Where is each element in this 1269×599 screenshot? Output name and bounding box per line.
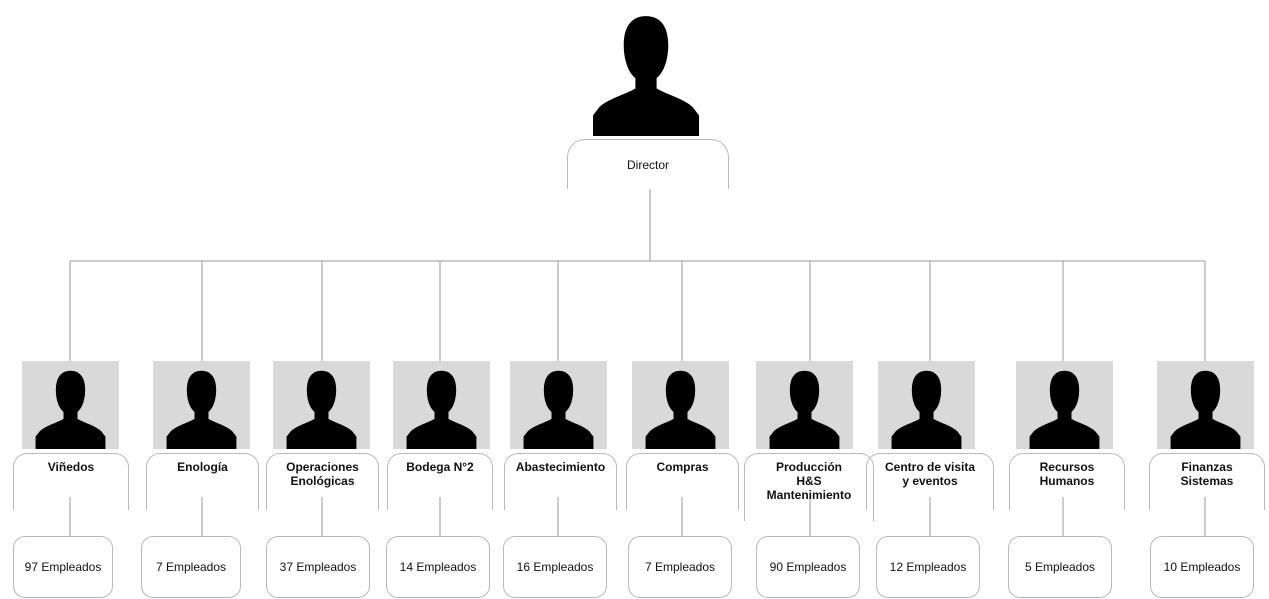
department-photo [632,361,729,449]
department-name-text: Finanzas Sistemas [1180,460,1234,488]
employee-count: 97 Empleados [13,536,113,598]
person-silhouette-icon [593,16,699,136]
department-name: Bodega N°2 [387,453,493,510]
department-name-text: Viñedos [47,460,95,474]
department-photo [22,361,119,449]
department-name-text: Operaciones Enológicas [286,460,359,488]
department-name: Enología [146,453,259,510]
employee-count: 5 Empleados [1008,536,1112,598]
department-photo [273,361,370,449]
department-name: Producción H&S Mantenimiento [744,453,874,521]
department-name: Recursos Humanos [1009,453,1125,510]
department-photo [153,361,250,449]
department-name-text: Recursos Humanos [1039,460,1095,488]
employee-count: 12 Empleados [876,536,980,598]
person-silhouette-icon [286,370,357,449]
employee-count: 37 Empleados [266,536,370,598]
employee-count: 16 Empleados [503,536,607,598]
department-name: Finanzas Sistemas [1149,453,1265,510]
department-photo [1016,361,1113,449]
department-photo [510,361,607,449]
person-silhouette-icon [891,370,962,449]
person-silhouette-icon [166,370,237,449]
employee-count: 7 Empleados [628,536,732,598]
person-silhouette-icon [1170,370,1241,449]
department-name: Centro de visita y eventos [866,453,994,510]
department-name-text: Compras [656,460,709,474]
person-silhouette-icon [769,370,840,449]
person-silhouette-icon [645,370,716,449]
department-photo [393,361,490,449]
person-silhouette-icon [1029,370,1100,449]
employee-count: 7 Empleados [141,536,241,598]
person-silhouette-icon [523,370,594,449]
employee-count: 90 Empleados [756,536,860,598]
department-name: Viñedos [13,453,129,510]
department-photo [1157,361,1254,449]
department-name-text: Abastecimiento [515,460,606,474]
employee-count: 14 Empleados [386,536,490,598]
department-photo [756,361,853,449]
director-photo [593,12,699,136]
department-name-text: Producción H&S Mantenimiento [766,460,852,502]
director-title: Director [567,139,729,189]
department-name-text: Centro de visita y eventos [884,460,976,488]
person-silhouette-icon [35,370,106,449]
department-name: Operaciones Enológicas [266,453,379,510]
person-silhouette-icon [406,370,477,449]
department-name: Abastecimiento [504,453,617,510]
employee-count: 10 Empleados [1150,536,1254,598]
department-name-text: Bodega N°2 [406,460,474,474]
department-photo [878,361,975,449]
department-name: Compras [626,453,739,510]
department-name-text: Enología [177,460,228,474]
